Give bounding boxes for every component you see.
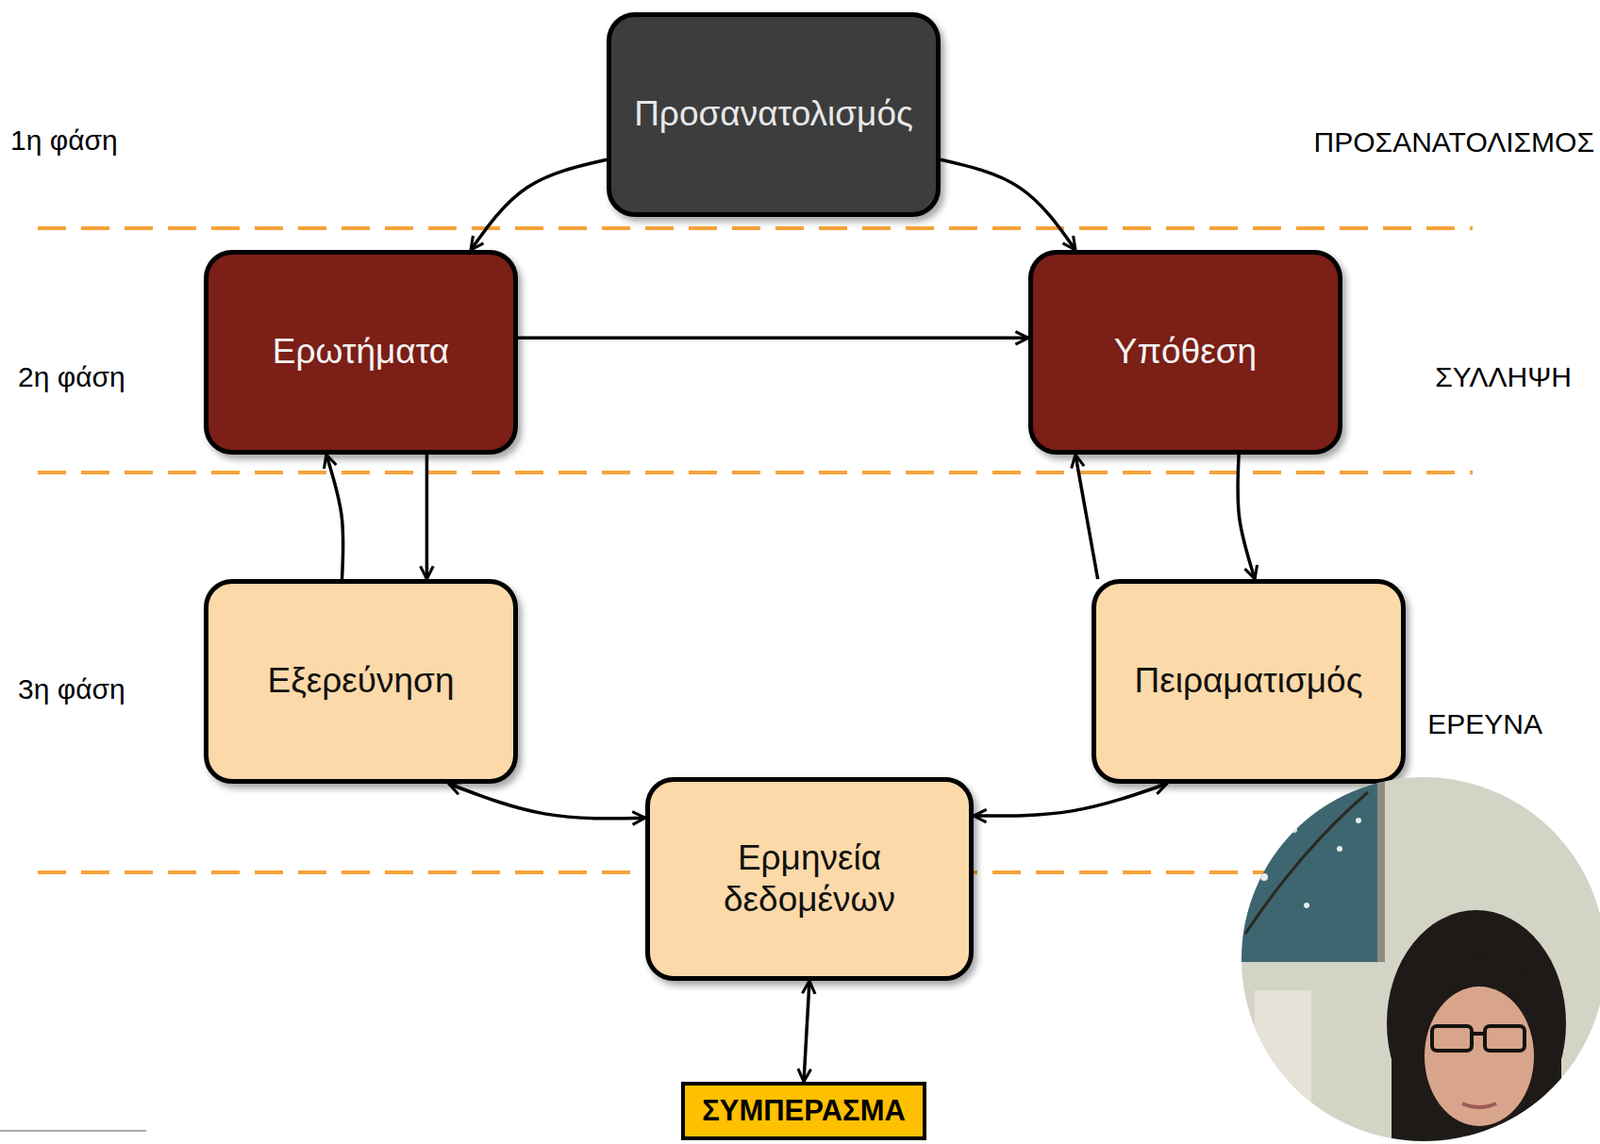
connector-arrow [449,783,646,819]
connector-arrow [326,454,344,580]
phase-label: 1η φάση [10,124,118,157]
connector-arrow [940,159,1076,250]
phase-box: Προσανατολισμός [606,12,941,217]
phase-divider [37,226,1473,231]
phase-box: Ερμηνεία δεδομένων [645,777,974,982]
box-label: Ερμηνεία δεδομένων [672,837,947,922]
connector-arrow [517,336,1029,341]
box-label: ΣΥΜΠΕΡΑΣΜΑ [701,1093,906,1129]
webcam-picture [1235,773,1600,1144]
box-label: Ερωτήματα [272,331,450,373]
connector-arrow [803,981,810,1083]
connector-arrow [1237,454,1255,580]
phase-box: Πειραματισμός [1091,579,1406,784]
phase-box: Ερωτήματα [203,250,518,455]
box-label: Πειραματισμός [1134,660,1364,702]
phase-box: Εξερεύνηση [203,579,518,784]
footnote-rule [0,1131,147,1133]
phase-label: 2η φάση [17,361,126,394]
connector-arrow [1075,454,1099,580]
connector-arrow [470,159,607,250]
stage-label: ΠΡΟΣΑΝΑΤΟΛΙΣΜΟΣ [1314,126,1595,159]
connector-arrow [425,454,430,580]
phase-box: Υπόθεση [1028,250,1343,455]
box-label: Εξερεύνηση [266,660,454,702]
stage-label: ΕΡΕΥΝΑ [1427,708,1543,741]
phase-divider [37,470,1473,475]
conclusion-box: ΣΥΜΠΕΡΑΣΜΑ [681,1082,927,1141]
box-label: Υπόθεση [1114,331,1257,373]
stage-label: ΣΥΛΛΗΨΗ [1434,361,1572,394]
box-label: Προσανατολισμός [633,93,914,135]
connector-arrow [973,783,1167,817]
phase-label: 3η φάση [17,673,126,706]
